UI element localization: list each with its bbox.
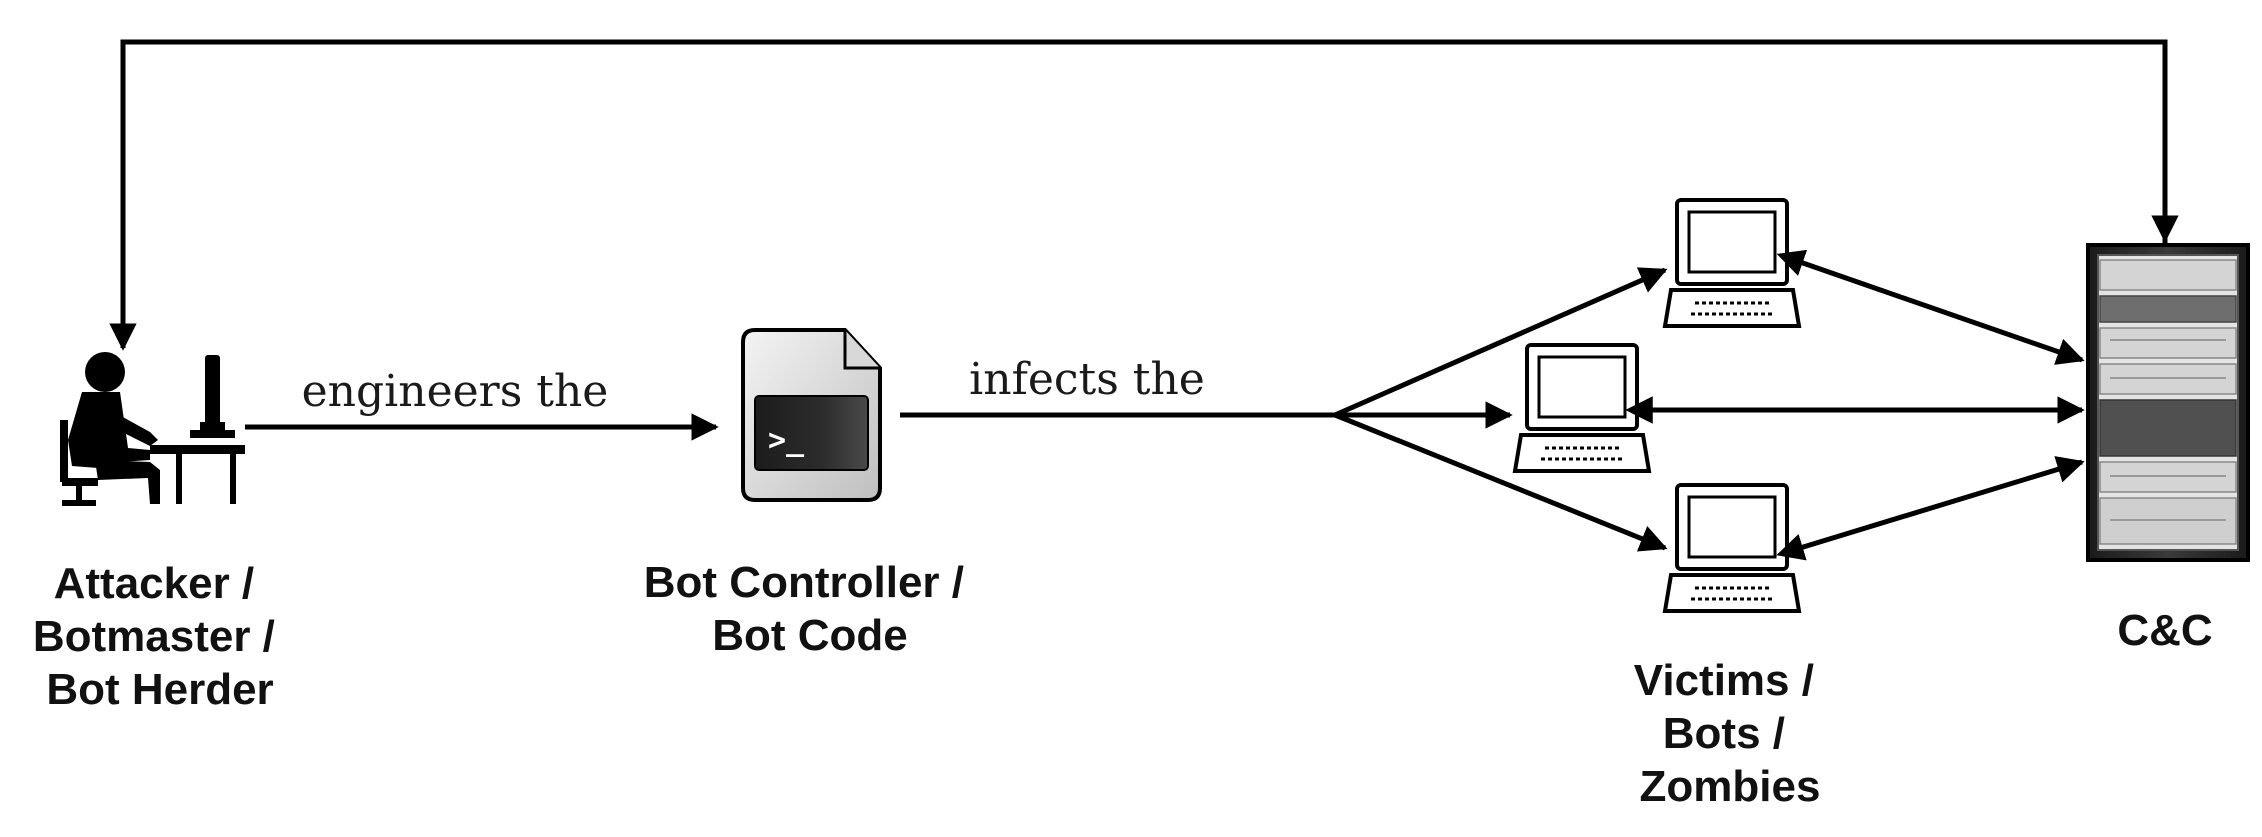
laptop-icon (1662, 198, 1802, 328)
controller-to-victims-arrows (900, 267, 1668, 552)
cnc-label: C&C (2117, 606, 2212, 655)
bot-controller-label: Bot Controller / Bot Code (644, 558, 976, 660)
cnc-to-attacker-arrow (109, 39, 2168, 351)
attacker-label-line-2: Botmaster / (33, 612, 275, 661)
bot-controller-label-line-2: Bot Code (712, 611, 908, 660)
victims-label-line-1: Victims / (1634, 656, 1814, 705)
terminal-file-icon: >_ (741, 328, 882, 502)
person-at-computer-icon (60, 352, 245, 506)
svg-text:>_: >_ (768, 423, 805, 458)
laptop-icon (1662, 483, 1802, 613)
server-rack-icon (2086, 243, 2250, 562)
engineers-the-label: engineers the (302, 366, 609, 417)
bots-cnc-arrows (1625, 249, 2085, 561)
laptop-icon (1512, 343, 1652, 473)
victims-label-line-3: Zombies (1640, 762, 1821, 811)
bot-controller-label-line-1: Bot Controller / (644, 558, 964, 607)
infects-the-label: infects the (969, 354, 1205, 405)
victims-label-line-2: Bots / (1663, 709, 1785, 758)
attacker-label-line-3: Bot Herder (46, 665, 273, 714)
attacker-label: Attacker / Botmaster / Bot Herder (33, 559, 287, 714)
attacker-label-line-1: Attacker / (54, 559, 255, 608)
victims-label: Victims / Bots / Zombies (1634, 656, 1826, 811)
